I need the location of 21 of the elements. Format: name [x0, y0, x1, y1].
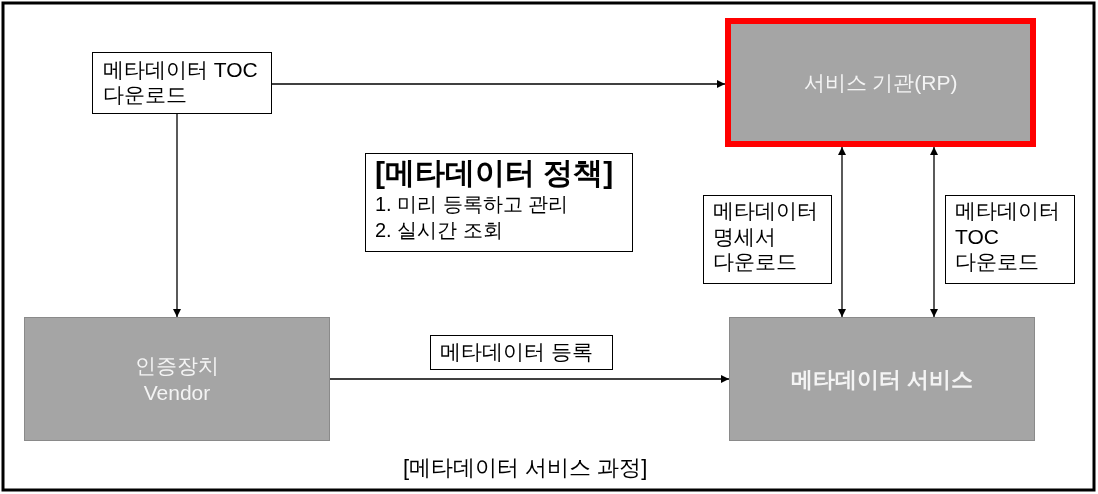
note-box [365, 153, 633, 252]
edge-label: 메타데이터 명세서 다운로드 [703, 195, 832, 284]
edge-label: 메타데이터 등록 [430, 335, 613, 370]
note-heading: [메타데이터 정책] [375, 155, 615, 191]
process-box [725, 18, 1036, 147]
list-item: 1. 미리 등록하고 관리 [375, 192, 570, 217]
arrow [271, 80, 726, 88]
caption: [메타데이터 서비스 과정] [403, 455, 648, 481]
box-label: 메타데이터 서비스 [790, 365, 974, 393]
box-label: 인증장치 Vendor [134, 353, 220, 406]
text-box [92, 52, 272, 114]
edge-label: 메타데이터 TOC 다운로드 [945, 195, 1075, 284]
process-box [729, 317, 1035, 441]
process-box [24, 317, 330, 441]
arrow [329, 375, 730, 383]
box-label: 서비스 기관(RP) [803, 70, 958, 96]
arrow [173, 113, 181, 318]
double-arrow [930, 146, 938, 318]
double-arrow [838, 146, 846, 318]
box-label: 메타데이터 TOC 다운로드 [103, 57, 259, 107]
list-item: 2. 실시간 조회 [375, 218, 504, 243]
